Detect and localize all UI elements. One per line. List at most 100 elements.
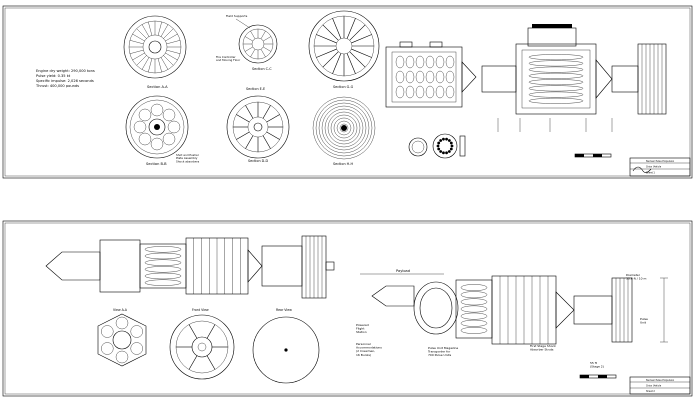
title-block-2: Nuclear Pulse Propulsion Orion Vehicle S…	[629, 376, 691, 395]
stack-shape	[460, 312, 488, 320]
pulse-dot	[436, 144, 440, 148]
tank-shape	[435, 70, 445, 84]
spoke-line	[163, 28, 174, 39]
ring-shape	[339, 123, 349, 133]
petal-shape	[150, 137, 164, 151]
sheet-2-inner-border	[4, 222, 691, 395]
section-dd-drawing: Section D-D	[226, 95, 290, 163]
tank-shape	[395, 70, 405, 84]
section-gg-drawing: Section G-G	[308, 10, 380, 89]
ring-shape	[318, 102, 370, 154]
petal-shape	[162, 108, 176, 122]
petal-shape	[162, 132, 176, 146]
spoke-line	[250, 49, 256, 58]
stack-shape	[460, 298, 488, 306]
spoke-line	[244, 36, 253, 42]
scale-bar-2	[579, 374, 617, 379]
tank-shape	[425, 55, 435, 69]
petal-shape	[150, 103, 164, 117]
spoke-line	[188, 324, 198, 339]
ring-shape	[330, 114, 358, 142]
pulse-dot	[442, 137, 445, 141]
pulse-dot	[442, 151, 445, 155]
spoke-line	[206, 355, 216, 370]
dimension-marks	[497, 118, 613, 132]
pulse-dot	[445, 151, 448, 155]
tank-shape	[425, 85, 435, 99]
spoke-line	[262, 105, 271, 119]
spoke-line	[165, 33, 178, 42]
rear-view-label: Rear View	[276, 308, 292, 312]
front-view-label: Front View	[192, 308, 209, 312]
stack-shape	[144, 259, 182, 266]
pulse-dot	[437, 141, 441, 145]
stack-shape	[528, 97, 584, 104]
spoke-line	[266, 131, 280, 140]
spoke-line	[165, 52, 178, 61]
section-bb-label: Section B-B	[146, 162, 167, 166]
spoke-line	[136, 55, 147, 66]
ring-shape	[321, 105, 367, 151]
tank-shape	[445, 55, 455, 69]
hex-circle	[101, 325, 114, 338]
section-cc-label: Section C-C	[252, 67, 272, 71]
spoke-line	[206, 324, 216, 339]
stack-shape	[460, 327, 488, 334]
spoke-line	[166, 40, 181, 45]
pulse-unit-details	[408, 133, 466, 159]
ring-core	[341, 125, 347, 131]
view-aa-drawing: View A-A	[97, 308, 147, 367]
field-supports-label: Field Supports	[226, 14, 248, 18]
tank-shape	[405, 70, 415, 84]
spoke-line	[188, 355, 198, 370]
stack-shape	[528, 72, 584, 79]
tank-shape	[415, 85, 425, 99]
stack-shape	[144, 252, 182, 260]
spoke-line	[245, 135, 254, 149]
note-line: Engine dry weight: 290,000 tons	[36, 69, 95, 73]
ring-shape	[327, 111, 361, 145]
stack-shape	[144, 279, 182, 286]
spoke-line	[332, 18, 342, 39]
title-block-line: Sheet 2	[646, 390, 655, 393]
ring-shape	[312, 96, 376, 160]
title-block-line: Sheet 1	[646, 171, 655, 174]
sheet-1-border	[2, 5, 693, 179]
stack-shape	[460, 291, 488, 299]
spoke-line	[236, 131, 250, 140]
petal-shape	[133, 120, 147, 134]
section-aa-label: Section A-A	[147, 85, 168, 89]
note-line: Pulse yield: 0.35 kt	[36, 74, 71, 78]
spoke-line	[132, 33, 145, 42]
spoke-line	[160, 24, 169, 37]
spoke-line	[244, 46, 253, 52]
assembly-drawing	[481, 24, 667, 115]
pulse-dot	[449, 147, 453, 151]
spoke-line	[346, 53, 356, 74]
spoke-line	[349, 24, 366, 41]
spoke-line	[148, 58, 153, 73]
spoke-line	[163, 55, 174, 66]
length-label: 55 ft(Stage 2)	[590, 361, 604, 369]
spoke-line	[263, 36, 272, 42]
spoke-line	[260, 30, 266, 39]
section-ee-drawing: Section E-E	[246, 87, 265, 91]
rear-view-drawing: Rear View	[252, 308, 320, 384]
stack-shape	[460, 319, 488, 327]
title-block-line: Nuclear Pulse Propulsion	[646, 160, 675, 163]
sheet-2-border	[2, 220, 693, 397]
stack-shape	[144, 272, 182, 280]
spoke-line	[349, 51, 366, 68]
front-view-drawing: Front View	[169, 308, 235, 380]
tank-shape	[425, 70, 435, 84]
section-gg-label: Section G-G	[333, 85, 354, 89]
title-block-line: Orion Vehicle	[646, 165, 662, 168]
tank-shape	[395, 85, 405, 99]
